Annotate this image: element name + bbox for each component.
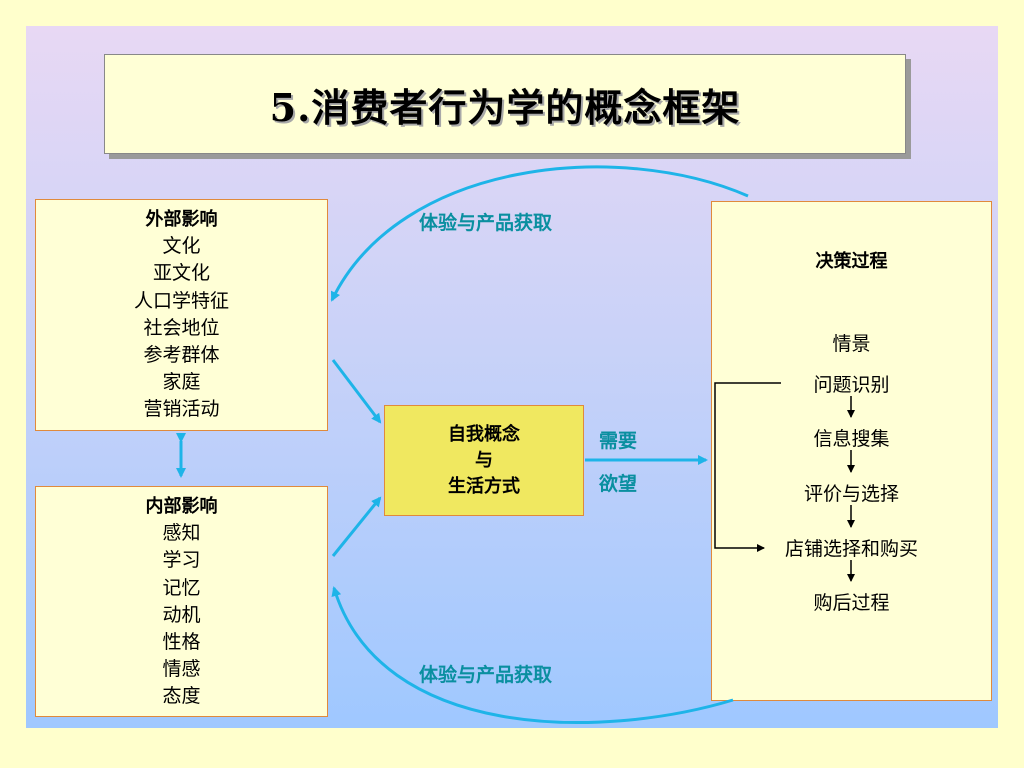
internal-item: 态度 xyxy=(162,685,201,708)
self-concept-line: 与 xyxy=(475,449,493,471)
desire-label: 欲望 xyxy=(599,473,638,495)
self-concept-line: 生活方式 xyxy=(448,475,520,497)
decision-situation: 情景 xyxy=(832,333,871,355)
title-box: 5.消费者行为学的概念框架 xyxy=(104,54,906,154)
bypass-arrow xyxy=(714,382,781,552)
internal-influences-box: 内部影响 感知 学习 记忆 动机 性格 情感 态度 xyxy=(35,486,328,717)
bottom-arc-label: 体验与产品获取 xyxy=(419,664,553,686)
external-item: 营销活动 xyxy=(143,398,220,421)
internal-to-self-arrow xyxy=(331,496,382,557)
decision-step: 购后过程 xyxy=(813,592,890,614)
internal-item: 感知 xyxy=(162,522,201,545)
external-to-self-arrow xyxy=(331,359,382,424)
external-item: 亚文化 xyxy=(152,262,210,285)
external-item: 文化 xyxy=(162,235,201,258)
external-item: 社会地位 xyxy=(143,316,220,339)
internal-item: 动机 xyxy=(162,603,201,626)
self-concept-line: 自我概念 xyxy=(448,423,520,445)
external-item: 家庭 xyxy=(162,371,201,394)
external-item: 参考群体 xyxy=(143,344,220,367)
internal-item: 情感 xyxy=(162,658,201,681)
bottom-arc-arrow xyxy=(331,586,734,725)
decision-heading: 决策过程 xyxy=(815,251,888,272)
external-item: 人口学特征 xyxy=(133,289,229,312)
page-title: 5.消费者行为学的概念框架 xyxy=(269,84,741,130)
decision-step: 信息搜集 xyxy=(813,428,890,450)
top-arc-label: 体验与产品获取 xyxy=(419,212,553,234)
decision-step: 问题识别 xyxy=(813,374,890,396)
internal-item: 性格 xyxy=(162,631,201,654)
external-influences-box: 外部影响 文化 亚文化 人口学特征 社会地位 参考群体 家庭 营销活动 xyxy=(35,199,328,431)
external-influences-heading: 外部影响 xyxy=(145,209,218,230)
internal-influences-heading: 内部影响 xyxy=(145,496,218,517)
internal-item: 学习 xyxy=(162,549,201,572)
top-arc-arrow xyxy=(330,165,749,302)
internal-item: 记忆 xyxy=(162,576,201,599)
decision-step: 店铺选择和购买 xyxy=(784,538,918,560)
self-concept-box: 自我概念 与 生活方式 xyxy=(384,405,584,516)
need-label: 需要 xyxy=(599,430,638,452)
decision-step: 评价与选择 xyxy=(803,483,899,505)
